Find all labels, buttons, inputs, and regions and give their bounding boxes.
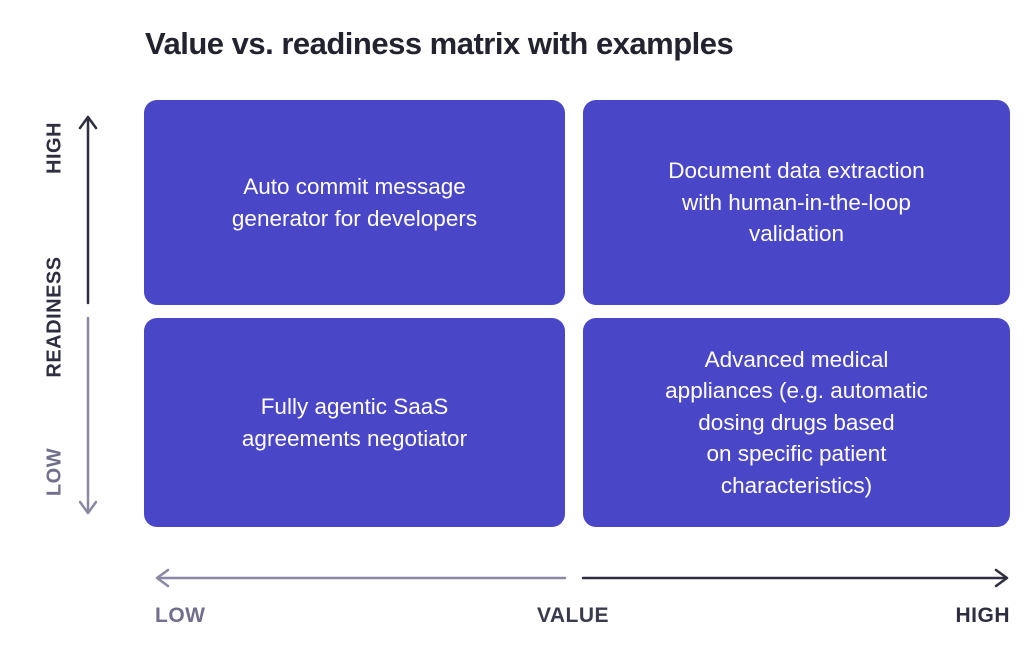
quadrant-high-readiness-low-value: Auto commit message generator for develo…	[144, 100, 565, 305]
value-low-arrow	[155, 568, 567, 588]
x-axis-low-label: LOW	[155, 604, 206, 627]
quadrant-low-readiness-low-value: Fully agentic SaaS agreements negotiator	[144, 318, 565, 527]
x-axis-title: VALUE	[536, 604, 610, 627]
y-axis-low-label: LOW	[43, 447, 66, 497]
y-axis-title: READINESS	[43, 256, 66, 378]
quadrant-text: Document data extraction with human-in-t…	[668, 158, 925, 247]
quadrant-low-readiness-high-value: Advanced medical appliances (e.g. automa…	[583, 318, 1010, 527]
readiness-high-arrow	[78, 115, 98, 305]
value-high-arrow	[581, 568, 1009, 588]
x-axis-high-label: HIGH	[955, 604, 1010, 627]
quadrant-text: Auto commit message generator for develo…	[231, 174, 478, 231]
quadrant-text: Fully agentic SaaS agreements negotiator	[241, 394, 468, 451]
quadrant-text: Advanced medical appliances (e.g. automa…	[665, 346, 928, 498]
quadrant-high-readiness-high-value: Document data extraction with human-in-t…	[583, 100, 1010, 305]
readiness-low-arrow	[78, 316, 98, 515]
y-axis-high-label: HIGH	[43, 122, 66, 174]
page-title: Value vs. readiness matrix with examples	[145, 26, 734, 61]
